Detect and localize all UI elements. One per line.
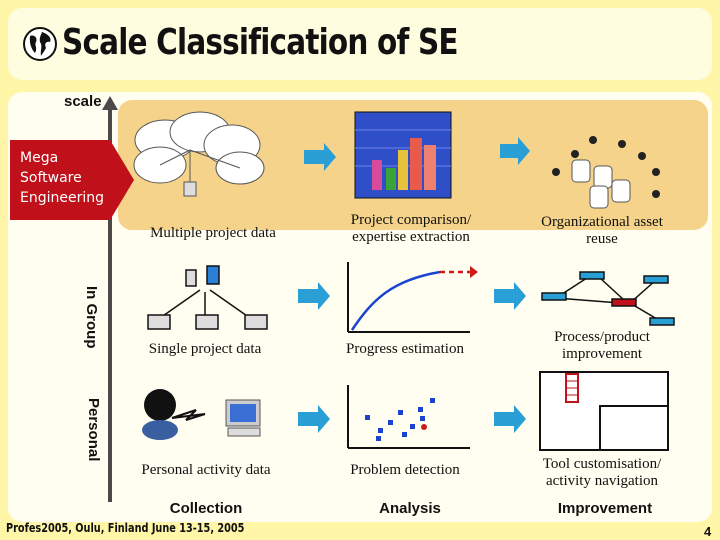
cell-tool-customisation: Tool customisation/ activity navigation: [516, 456, 688, 490]
mega-line-3: Engineering: [20, 190, 104, 206]
cell-process-improvement: Process/product improvement: [516, 329, 688, 363]
comparison-bar-chart: [354, 111, 452, 199]
problem-detection-scatter: [347, 385, 470, 449]
arrow-personal-1: [298, 405, 330, 433]
single-project-illustration: [147, 265, 268, 330]
mega-level-arrow: [10, 140, 134, 220]
cell-organizational-reuse: Organizational asset reuse: [516, 214, 688, 248]
slide-title: Scale Classification of SE: [62, 22, 459, 63]
cell-process-improvement-line-2: improvement: [562, 346, 642, 362]
tool-window-illustration: [539, 371, 669, 451]
flow-arrows: [298, 137, 530, 433]
mega-line-2: Software: [20, 170, 82, 186]
cell-progress-estimation: Progress estimation: [346, 341, 464, 357]
scale-axis: [108, 106, 112, 502]
cell-problem-detection: Problem detection: [350, 462, 460, 478]
cell-tool-customisation-line-1: Tool customisation/: [542, 456, 662, 472]
organization-people: [552, 136, 660, 198]
cell-tool-customisation-line-2: activity navigation: [545, 473, 659, 489]
mega-line-1: Mega: [20, 150, 59, 166]
project-cloud-illustration: [133, 111, 265, 197]
scale-label: scale: [64, 93, 102, 110]
arrow-group-1: [298, 282, 330, 310]
title-area: [8, 8, 712, 80]
person-at-computer-illustration: [142, 389, 261, 440]
cell-multiple-project-data: Multiple project data: [150, 225, 276, 241]
cell-organizational-reuse-line-1: Organizational asset: [541, 214, 663, 230]
cell-organizational-reuse-line-2: reuse: [586, 231, 618, 247]
cell-personal-activity-data: Personal activity data: [141, 462, 271, 478]
scale-arrow-head: [102, 96, 118, 110]
progress-estimation-chart: [347, 262, 478, 333]
arrow-group-2: [494, 282, 526, 310]
mega-level-label: Mega Software Engineering: [20, 148, 104, 208]
cell-single-project-data: Single project data: [148, 341, 262, 357]
cell-process-improvement-line-1: Process/product: [554, 329, 650, 345]
globe-icon: [23, 27, 57, 61]
process-network-illustration: [541, 271, 675, 326]
cell-project-comparison-line-2: expertise extraction: [352, 229, 470, 245]
organizational-assets-illustration: [571, 159, 631, 209]
arrow-mega-2: [500, 137, 530, 165]
column-improvement: Improvement: [557, 500, 653, 517]
cell-project-comparison: Project comparison/ expertise extraction: [322, 212, 500, 246]
column-collection: Collection: [169, 500, 243, 517]
cell-project-comparison-line-1: Project comparison/: [350, 212, 472, 228]
arrow-mega-1: [304, 143, 336, 171]
column-analysis: Analysis: [379, 500, 441, 517]
arrow-personal-2: [494, 405, 526, 433]
footer-text: Profes2005, Oulu, Finland June 13-15, 20…: [6, 521, 245, 535]
page-number: 4: [704, 524, 712, 539]
